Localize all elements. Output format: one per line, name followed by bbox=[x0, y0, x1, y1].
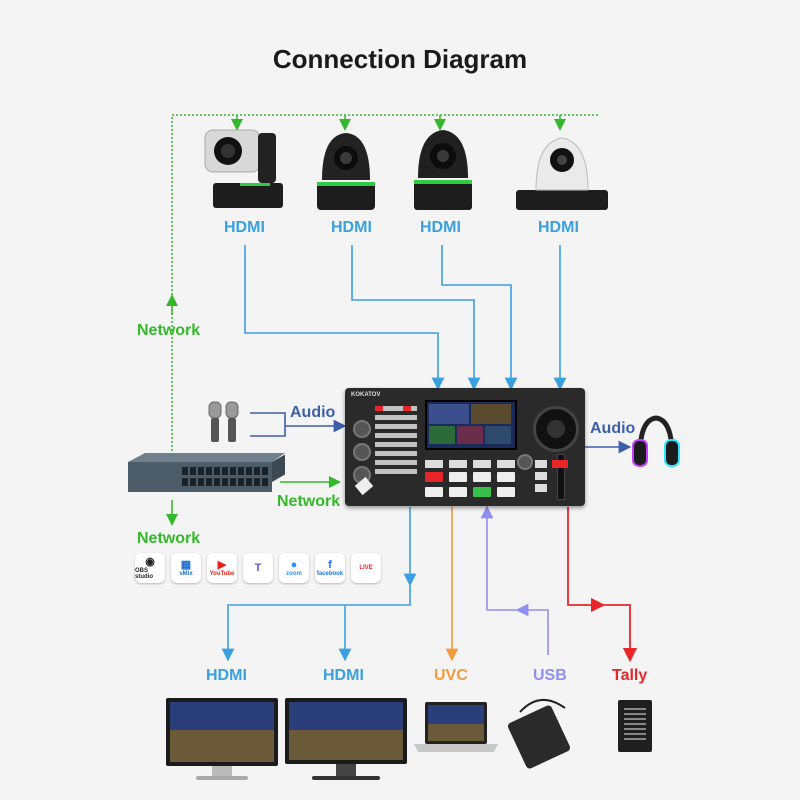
red-button[interactable] bbox=[375, 406, 383, 411]
program-button-4[interactable] bbox=[497, 472, 515, 482]
device-brand: KOKATOV bbox=[351, 392, 381, 398]
tally-box bbox=[618, 700, 652, 752]
hdmi-input-label-4: HDMI bbox=[538, 219, 579, 236]
monitor-2 bbox=[285, 698, 407, 780]
usb-label: USB bbox=[533, 667, 567, 684]
t-bar-handle[interactable] bbox=[552, 460, 568, 468]
vmix-text: vMix bbox=[179, 570, 193, 577]
obs-text: OBS studio bbox=[135, 567, 153, 580]
live-text: LIVE bbox=[359, 565, 373, 571]
program-row-buttons[interactable] bbox=[425, 460, 521, 468]
hdmi-input-label-2: HDMI bbox=[331, 219, 372, 236]
ptz-camera-4 bbox=[516, 137, 608, 210]
preview-button-2[interactable] bbox=[449, 487, 467, 497]
network-label-streaming: Network bbox=[137, 530, 201, 547]
control-button-grid[interactable] bbox=[375, 406, 417, 478]
red-button-2[interactable] bbox=[403, 406, 411, 411]
hdmi-input-lines bbox=[244, 245, 567, 391]
video-switcher: KOKATOV bbox=[345, 388, 585, 506]
youtube-logo: ▶YouTube bbox=[207, 553, 237, 583]
youtube-text: YouTube bbox=[209, 570, 235, 577]
audio-input-label: Audio bbox=[290, 404, 336, 421]
program-button-3[interactable] bbox=[473, 472, 491, 482]
monitor-1 bbox=[166, 698, 278, 780]
usb-drive bbox=[507, 699, 571, 769]
hdmi-input-label-3: HDMI bbox=[420, 219, 461, 236]
network-label-switcher: Network bbox=[277, 493, 341, 510]
hdmi-output-label-2: HDMI bbox=[323, 667, 364, 684]
zoom-logo: ●zoom bbox=[279, 553, 309, 583]
knob-4[interactable] bbox=[517, 454, 533, 470]
tally-label: Tally bbox=[612, 667, 648, 684]
t-bar-track bbox=[557, 454, 565, 500]
preview-screen bbox=[425, 400, 517, 450]
tally-line bbox=[567, 507, 638, 663]
transition-buttons[interactable] bbox=[535, 460, 547, 494]
ptz-camera-3 bbox=[414, 130, 472, 210]
obs-logo: ◉OBS studio bbox=[135, 553, 165, 583]
audio-input-lines bbox=[250, 412, 347, 437]
program-button-2[interactable] bbox=[449, 472, 467, 482]
network-label-bus: Network bbox=[137, 322, 201, 339]
hdmi-output-lines bbox=[221, 507, 417, 662]
facebook-text: facebook bbox=[316, 570, 344, 577]
network-bus-line bbox=[171, 114, 600, 455]
teams-logo: T bbox=[243, 553, 273, 583]
diagram-title: Connection Diagram bbox=[272, 44, 528, 74]
preview-button-4[interactable] bbox=[497, 487, 515, 497]
joystick[interactable] bbox=[533, 406, 579, 452]
audio-output-label: Audio bbox=[590, 420, 636, 437]
laptop bbox=[414, 702, 498, 752]
preview-button-3[interactable] bbox=[473, 487, 491, 497]
program-button-1[interactable] bbox=[425, 472, 443, 482]
knob-2[interactable] bbox=[353, 443, 371, 461]
live-logo: LIVE bbox=[351, 553, 381, 583]
usb-line bbox=[480, 505, 549, 655]
hdmi-input-label-1: HDMI bbox=[224, 219, 265, 236]
vmix-logo: ▦vMix bbox=[171, 553, 201, 583]
zoom-text: zoom bbox=[286, 570, 302, 577]
knob-1[interactable] bbox=[353, 420, 371, 438]
hdmi-output-label-1: HDMI bbox=[206, 667, 247, 684]
ptz-camera-1 bbox=[204, 129, 283, 208]
ptz-camera-2 bbox=[317, 133, 375, 210]
uvc-label: UVC bbox=[434, 667, 468, 684]
preview-button-1[interactable] bbox=[425, 487, 443, 497]
